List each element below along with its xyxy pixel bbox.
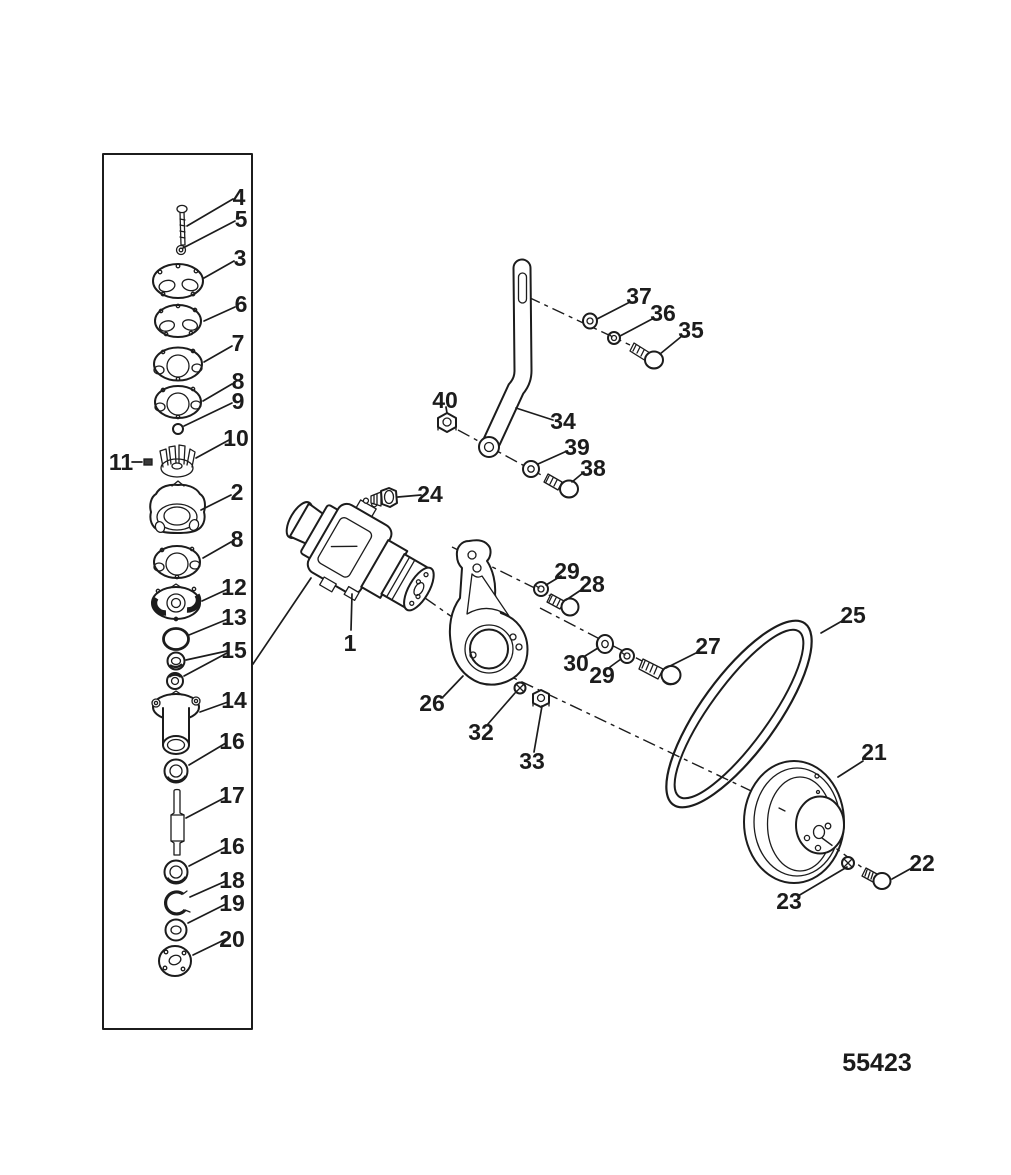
- part-17-shaft: [170, 788, 185, 856]
- callout-18: 18: [219, 867, 245, 893]
- drawing-number: 55423: [842, 1049, 912, 1077]
- part-16-bearing-upper: [163, 758, 189, 784]
- callout-19: 19: [219, 890, 245, 916]
- callout-11: 11: [109, 449, 134, 475]
- part-24-fitting: [370, 487, 398, 508]
- part-19-washer: [164, 918, 188, 942]
- callout-35: 35: [678, 317, 704, 343]
- pulley-bolt-axis: [821, 837, 865, 870]
- part-27-bolt: [638, 658, 682, 686]
- part-29-lock-washer-upper: [533, 581, 549, 597]
- part-18-snap-ring: [163, 890, 191, 916]
- callout-12: 12: [221, 574, 247, 600]
- part-28-bolt: [546, 593, 580, 617]
- callout-9: 9: [232, 388, 245, 414]
- callout-14: 14: [221, 687, 247, 713]
- callout-16-upper: 16: [219, 728, 245, 754]
- callout-2: 2: [231, 479, 244, 505]
- part-33-nut: [532, 689, 550, 708]
- callout-5: 5: [235, 206, 248, 232]
- part-29-lock-washer-lower: [619, 648, 635, 664]
- callout-labels: 4 5 3 6 7 8 9 10 11 2 8 12 13 15 14 16 1…: [109, 184, 935, 952]
- callout-6: 6: [235, 291, 248, 317]
- part-1-water-pump-assembly: [285, 497, 435, 612]
- callout-32: 32: [468, 719, 494, 745]
- part-39-washer: [522, 460, 540, 478]
- callout-3: 3: [234, 245, 247, 271]
- part-12-seal-plate: [151, 583, 202, 622]
- callout-15: 15: [221, 637, 247, 663]
- callout-8-upper: 8: [232, 368, 245, 394]
- callout-7: 7: [232, 330, 245, 356]
- callout-21: 21: [861, 739, 887, 765]
- part-13-o-ring: [162, 627, 190, 651]
- callout-16-lower: 16: [219, 833, 245, 859]
- part-21-pulley: [743, 760, 845, 884]
- callout-24: 24: [417, 481, 443, 507]
- callout-1: 1: [344, 630, 357, 656]
- part-11-impeller-key: [143, 458, 153, 466]
- callout-22: 22: [909, 850, 935, 876]
- callout-36: 36: [650, 300, 676, 326]
- part-15-seal-upper: [166, 651, 186, 671]
- part-3-end-cap: [152, 263, 204, 299]
- callout-8-lower: 8: [231, 526, 244, 552]
- leader-lines: [131, 198, 911, 956]
- part-30-washer: [595, 634, 614, 654]
- part-23-lock-washer: [841, 856, 855, 870]
- part-16-bearing-lower: [163, 859, 189, 885]
- callout-29-lower: 29: [589, 662, 615, 688]
- part-34-support-bracket-arm: [478, 258, 533, 458]
- part-37-washer: [582, 312, 598, 330]
- callout-28: 28: [579, 571, 605, 597]
- callout-37: 37: [626, 283, 652, 309]
- part-35-bolt: [629, 342, 664, 370]
- callout-33: 33: [519, 748, 545, 774]
- part-10-impeller: [159, 444, 196, 478]
- callout-4: 4: [233, 184, 246, 210]
- callout-13: 13: [221, 604, 247, 630]
- callout-40: 40: [432, 387, 458, 413]
- part-38-bolt: [543, 473, 579, 499]
- callout-20: 20: [219, 926, 245, 952]
- callout-29-upper: 29: [554, 558, 580, 584]
- part-26-mounting-bracket: [448, 539, 529, 686]
- part-15-seal-lower: [166, 672, 184, 690]
- callout-26: 26: [419, 690, 445, 716]
- callout-17: 17: [219, 782, 245, 808]
- part-14-bearing-housing: [151, 690, 201, 755]
- part-8-gasket-lower: [153, 545, 201, 580]
- part-4-screw: [176, 204, 188, 246]
- part-7-wear-plate: [153, 346, 203, 382]
- part-2-pump-housing: [149, 480, 206, 534]
- part-9-ball: [172, 423, 184, 435]
- part-8-gasket-upper: [154, 385, 202, 420]
- part-36-lock-washer: [607, 331, 621, 345]
- callout-23: 23: [776, 888, 802, 914]
- part-20-flange: [158, 945, 192, 977]
- callout-10: 10: [223, 425, 249, 451]
- callout-39: 39: [564, 434, 590, 460]
- part-22-bolt: [861, 867, 892, 890]
- part-40-nut: [437, 412, 457, 433]
- callout-38: 38: [580, 455, 606, 481]
- callout-27: 27: [695, 633, 721, 659]
- callout-30: 30: [563, 650, 589, 676]
- part-25-drive-belt: [665, 619, 813, 809]
- part-32-lock-washer: [513, 681, 527, 695]
- part-6-gasket: [154, 303, 202, 338]
- callout-25: 25: [840, 602, 866, 628]
- callout-34: 34: [550, 408, 576, 434]
